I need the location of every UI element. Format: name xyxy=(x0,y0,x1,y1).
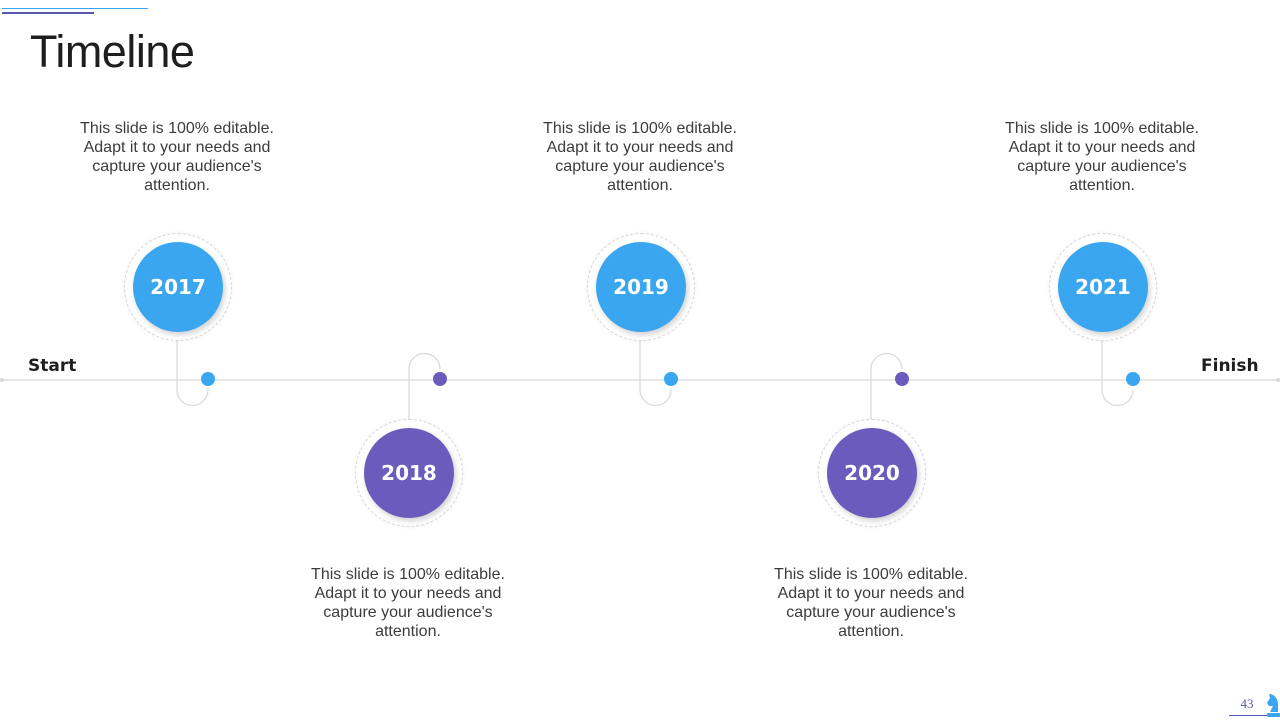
milestone-description-2021: This slide is 100% editable. Adapt it to… xyxy=(1005,120,1199,194)
axis-start-cap xyxy=(0,378,4,382)
milestone-description-2018: This slide is 100% editable. Adapt it to… xyxy=(311,566,505,640)
page-number: 43 xyxy=(1240,696,1254,711)
milestone-description-2019: This slide is 100% editable. Adapt it to… xyxy=(543,120,737,194)
finish-label: Finish xyxy=(1201,356,1259,376)
milestone-2018: 2018 xyxy=(355,419,463,527)
connector-2020 xyxy=(870,352,903,420)
milestone-2019: 2019 xyxy=(587,233,695,341)
timeline-dot-2017 xyxy=(201,372,215,386)
year-badge-2017: 2017 xyxy=(133,242,223,332)
connector-2021 xyxy=(1101,340,1134,407)
timeline-dot-2019 xyxy=(664,372,678,386)
timeline-dot-2020 xyxy=(895,372,909,386)
milestone-2021: 2021 xyxy=(1049,233,1157,341)
connector-2018 xyxy=(408,352,441,420)
axis-end-cap xyxy=(1276,378,1280,382)
timeline-dot-2018 xyxy=(433,372,447,386)
year-badge-2019: 2019 xyxy=(596,242,686,332)
connector-2017 xyxy=(176,340,209,407)
start-label: Start xyxy=(28,356,77,376)
year-badge-2018: 2018 xyxy=(364,428,454,518)
milestone-2020: 2020 xyxy=(818,419,926,527)
milestone-description-2017: This slide is 100% editable. Adapt it to… xyxy=(80,120,274,194)
connector-2019 xyxy=(639,340,672,407)
header-accent-line-short xyxy=(2,12,94,14)
slide-title: Timeline xyxy=(30,26,195,77)
year-badge-2021: 2021 xyxy=(1058,242,1148,332)
page-number-underline xyxy=(1229,715,1269,716)
header-accent-line xyxy=(2,8,148,9)
chess-knight-icon xyxy=(1267,694,1280,717)
milestone-description-2020: This slide is 100% editable. Adapt it to… xyxy=(774,566,968,640)
milestone-2017: 2017 xyxy=(124,233,232,341)
year-badge-2020: 2020 xyxy=(827,428,917,518)
timeline-dot-2021 xyxy=(1126,372,1140,386)
